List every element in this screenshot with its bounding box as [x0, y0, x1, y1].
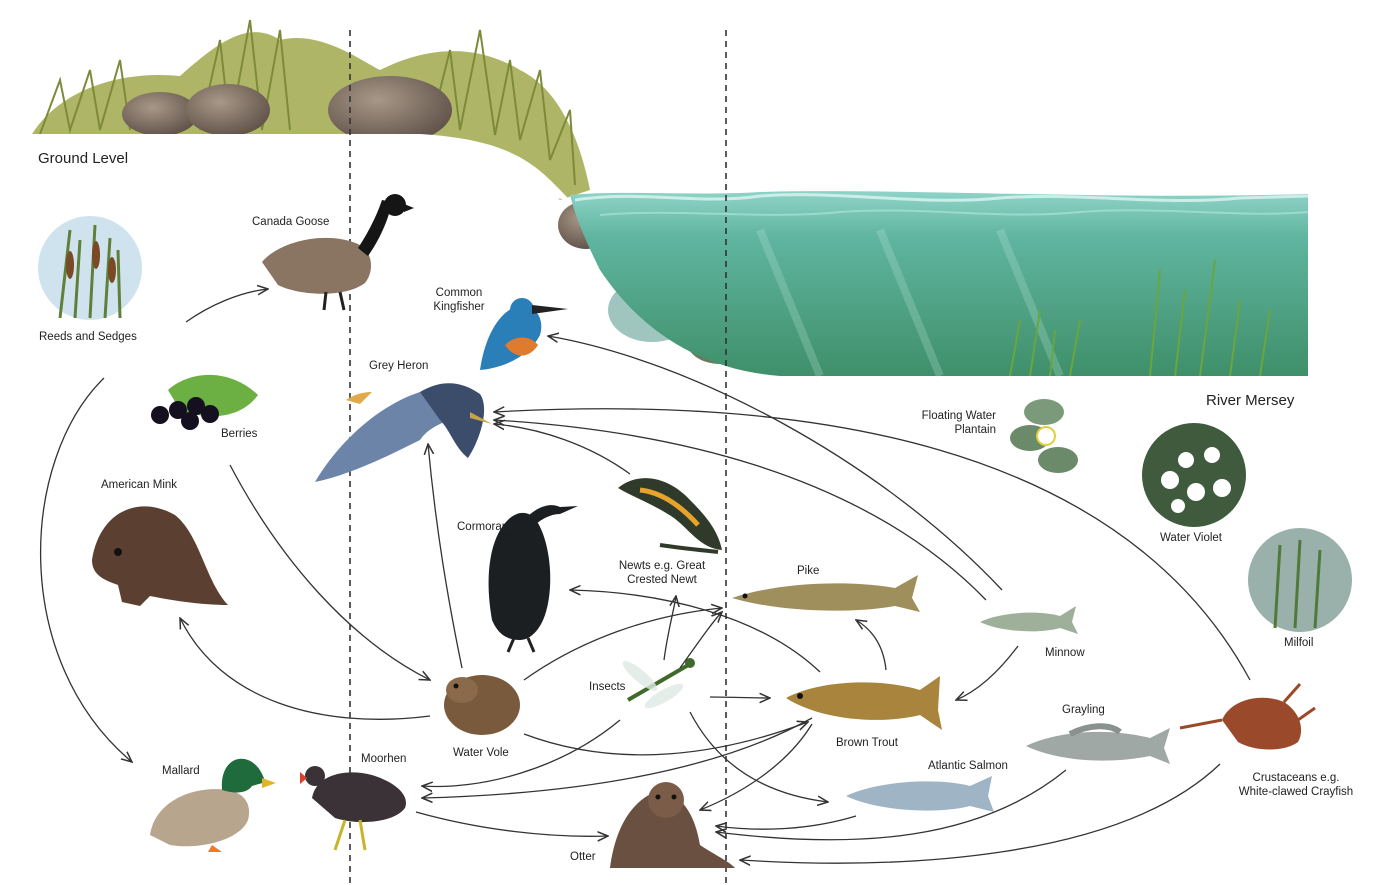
otter-label: Otter — [570, 850, 596, 864]
plantain-label-line1: Floating Water — [900, 409, 996, 423]
arrow-insects-to-trout — [710, 697, 770, 698]
arrow-insects-to-newt — [664, 596, 676, 660]
arrow-insects-to-pike — [680, 612, 722, 668]
water-violet-illustration — [1142, 423, 1246, 527]
arrow-vole-to-mink — [180, 618, 430, 719]
vole-label: Water Vole — [453, 746, 509, 760]
milfoil-label: Milfoil — [1284, 636, 1313, 650]
grayling-label: Grayling — [1062, 703, 1105, 717]
vole-illustration — [444, 675, 520, 735]
mink-label: American Mink — [101, 478, 177, 492]
dragonfly-illustration — [619, 657, 695, 712]
trout-illustration — [786, 676, 942, 730]
crayfish-illustration — [1180, 684, 1315, 750]
arrow-salmon-to-otter — [716, 816, 856, 829]
heron-illustration — [315, 383, 492, 482]
arrow-crayfish-to-heron — [494, 409, 1250, 680]
arrow-reeds-to-goose — [186, 289, 268, 322]
heron-label: Grey Heron — [369, 359, 428, 373]
arrow-vole-to-heron — [428, 444, 462, 668]
water-violet-label: Water Violet — [1160, 531, 1222, 545]
goose-label: Canada Goose — [252, 215, 329, 229]
pike-label: Pike — [797, 564, 819, 578]
arrow-trout-to-otter — [700, 724, 812, 810]
plantain-illustration — [1010, 399, 1078, 473]
mink-illustration — [92, 506, 228, 606]
arrow-vole-to-trout — [524, 722, 808, 755]
ground-level-label: Ground Level — [38, 150, 128, 167]
landscape — [32, 20, 1308, 376]
newt-illustration — [618, 478, 722, 552]
pike-illustration — [732, 575, 920, 612]
arrow-trout-to-pike — [856, 620, 886, 670]
moorhen-label: Moorhen — [361, 752, 406, 766]
rock — [186, 84, 270, 136]
berries-illustration — [151, 375, 258, 430]
goose-illustration — [262, 194, 414, 310]
arrow-crayfish-to-otter — [740, 764, 1220, 863]
reeds-illustration — [38, 216, 142, 320]
crayfish-label-line1: Crustaceans e.g. — [1253, 771, 1340, 785]
arrow-minnow-to-trout — [956, 646, 1018, 700]
river-mersey-label: River Mersey — [1206, 392, 1294, 409]
crayfish-label-line2: White-clawed Crayfish — [1239, 785, 1353, 799]
arrow-berries-to-vole — [230, 465, 430, 680]
arrow-insects-to-salmon — [690, 712, 828, 802]
newt-label-line2: Crested Newt — [627, 573, 697, 587]
berries-label: Berries — [221, 427, 257, 441]
grayling-illustration — [1026, 726, 1170, 764]
trout-label: Brown Trout — [836, 736, 898, 750]
kingfisher-label-line1: Common — [436, 286, 483, 300]
otter-illustration — [610, 782, 735, 868]
arrow-moorhen-to-otter — [416, 812, 608, 836]
kingfisher-illustration — [480, 298, 568, 370]
moorhen-illustration — [300, 766, 406, 850]
minnow-illustration — [980, 606, 1078, 634]
minnow-label: Minnow — [1045, 646, 1085, 660]
reeds-label: Reeds and Sedges — [39, 330, 137, 344]
insects-label: Insects — [589, 680, 625, 694]
cormorant-label: Cormorant — [457, 520, 511, 534]
kingfisher-label-line2: Kingfisher — [433, 300, 484, 314]
milfoil-illustration — [1248, 528, 1352, 632]
mallard-label: Mallard — [162, 764, 200, 778]
plantain-label-line2: Plantain — [900, 423, 996, 437]
river-water — [570, 191, 1308, 376]
salmon-label: Atlantic Salmon — [928, 759, 1008, 773]
rock — [328, 76, 452, 144]
arrow-vole-to-pike — [524, 608, 722, 680]
arrow-insects-to-moorhen — [422, 720, 620, 786]
newt-label-line1: Newts e.g. Great — [619, 559, 705, 573]
salmon-illustration — [846, 776, 994, 812]
